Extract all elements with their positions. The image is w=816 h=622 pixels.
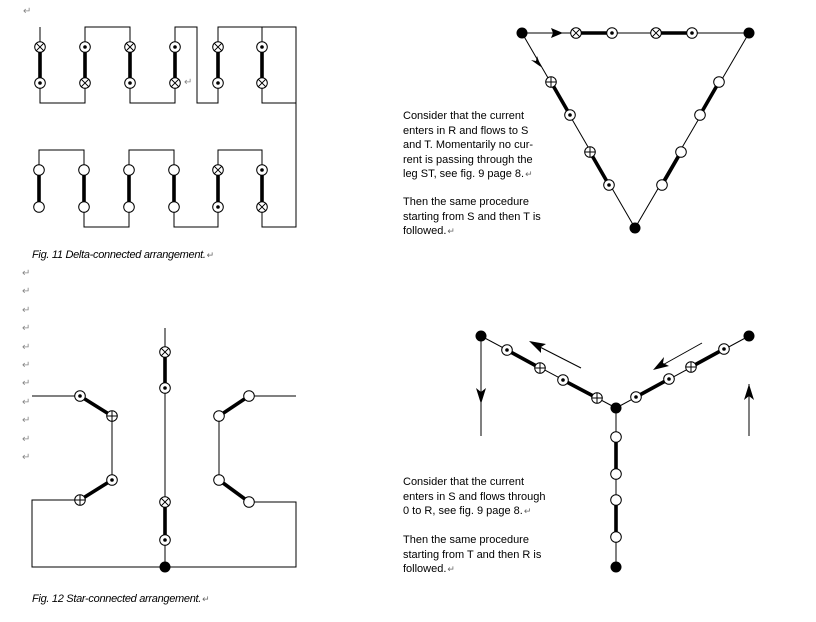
text-line: enters in R and flows to S: [403, 124, 529, 137]
star-description: Consider that the current enters in S an…: [403, 475, 545, 519]
text-line: Consider that the current: [403, 476, 525, 488]
paragraph-mark: ↵: [23, 6, 32, 17]
paragraph-mark: ↵: [22, 304, 31, 316]
text-line: Consider that the current: [403, 110, 525, 122]
delta-description-2: Then the same procedure starting from S …: [403, 195, 541, 239]
text-line: starting from S and then T is: [403, 210, 541, 223]
star-description-2: Then the same procedure starting from T …: [403, 533, 541, 577]
text-line: 0 to R, see fig. 9 page 8.↵: [403, 505, 532, 517]
delta-triangle-diagram: [521, 28, 750, 229]
fig12-star-winding-diagram: [31, 328, 297, 568]
fig11-caption: Fig. 11 Delta-connected arrangement.↵: [32, 249, 214, 261]
paragraph-mark: ↵: [22, 341, 31, 353]
paragraph-mark: ↵: [22, 433, 31, 445]
paragraph-mark: ↵: [22, 452, 31, 464]
fig12-caption: Fig. 12 Star-connected arrangement.↵: [32, 593, 210, 605]
text-line: and T. Momentarily no cur-: [403, 139, 534, 151]
paragraph-mark: ↵: [22, 378, 31, 390]
text-line: leg ST, see fig. 9 page 8.↵: [403, 168, 533, 180]
paragraph-mark: ↵: [22, 323, 31, 335]
paragraph-mark: ↵: [22, 415, 31, 427]
paragraph-mark: ↵: [22, 286, 31, 298]
paragraph-mark: ↵: [184, 77, 193, 88]
paragraph-mark: ↵: [22, 360, 31, 372]
paragraph-mark: ↵: [22, 396, 31, 408]
text-line: rent is passing through the: [403, 153, 533, 166]
fig11-delta-winding-diagram: [37, 26, 297, 228]
paragraph-marks-column: ↵ ↵ ↵ ↵ ↵ ↵ ↵ ↵ ↵ ↵ ↵: [22, 265, 30, 467]
paragraph-mark: ↵: [22, 268, 31, 279]
text-line: Then the same procedure: [403, 196, 529, 208]
text-line: followed.↵: [403, 225, 455, 237]
text-line: enters in S and flows through: [403, 490, 546, 503]
text-line: followed.↵: [403, 563, 455, 575]
fig11-coil-terminals: [33, 41, 268, 213]
delta-description: Consider that the current enters in R an…: [403, 109, 533, 182]
text-line: Then the same procedure: [403, 534, 529, 546]
delta-triangle-terminals: [516, 27, 755, 234]
text-line: starting from T and then R is: [403, 548, 542, 561]
